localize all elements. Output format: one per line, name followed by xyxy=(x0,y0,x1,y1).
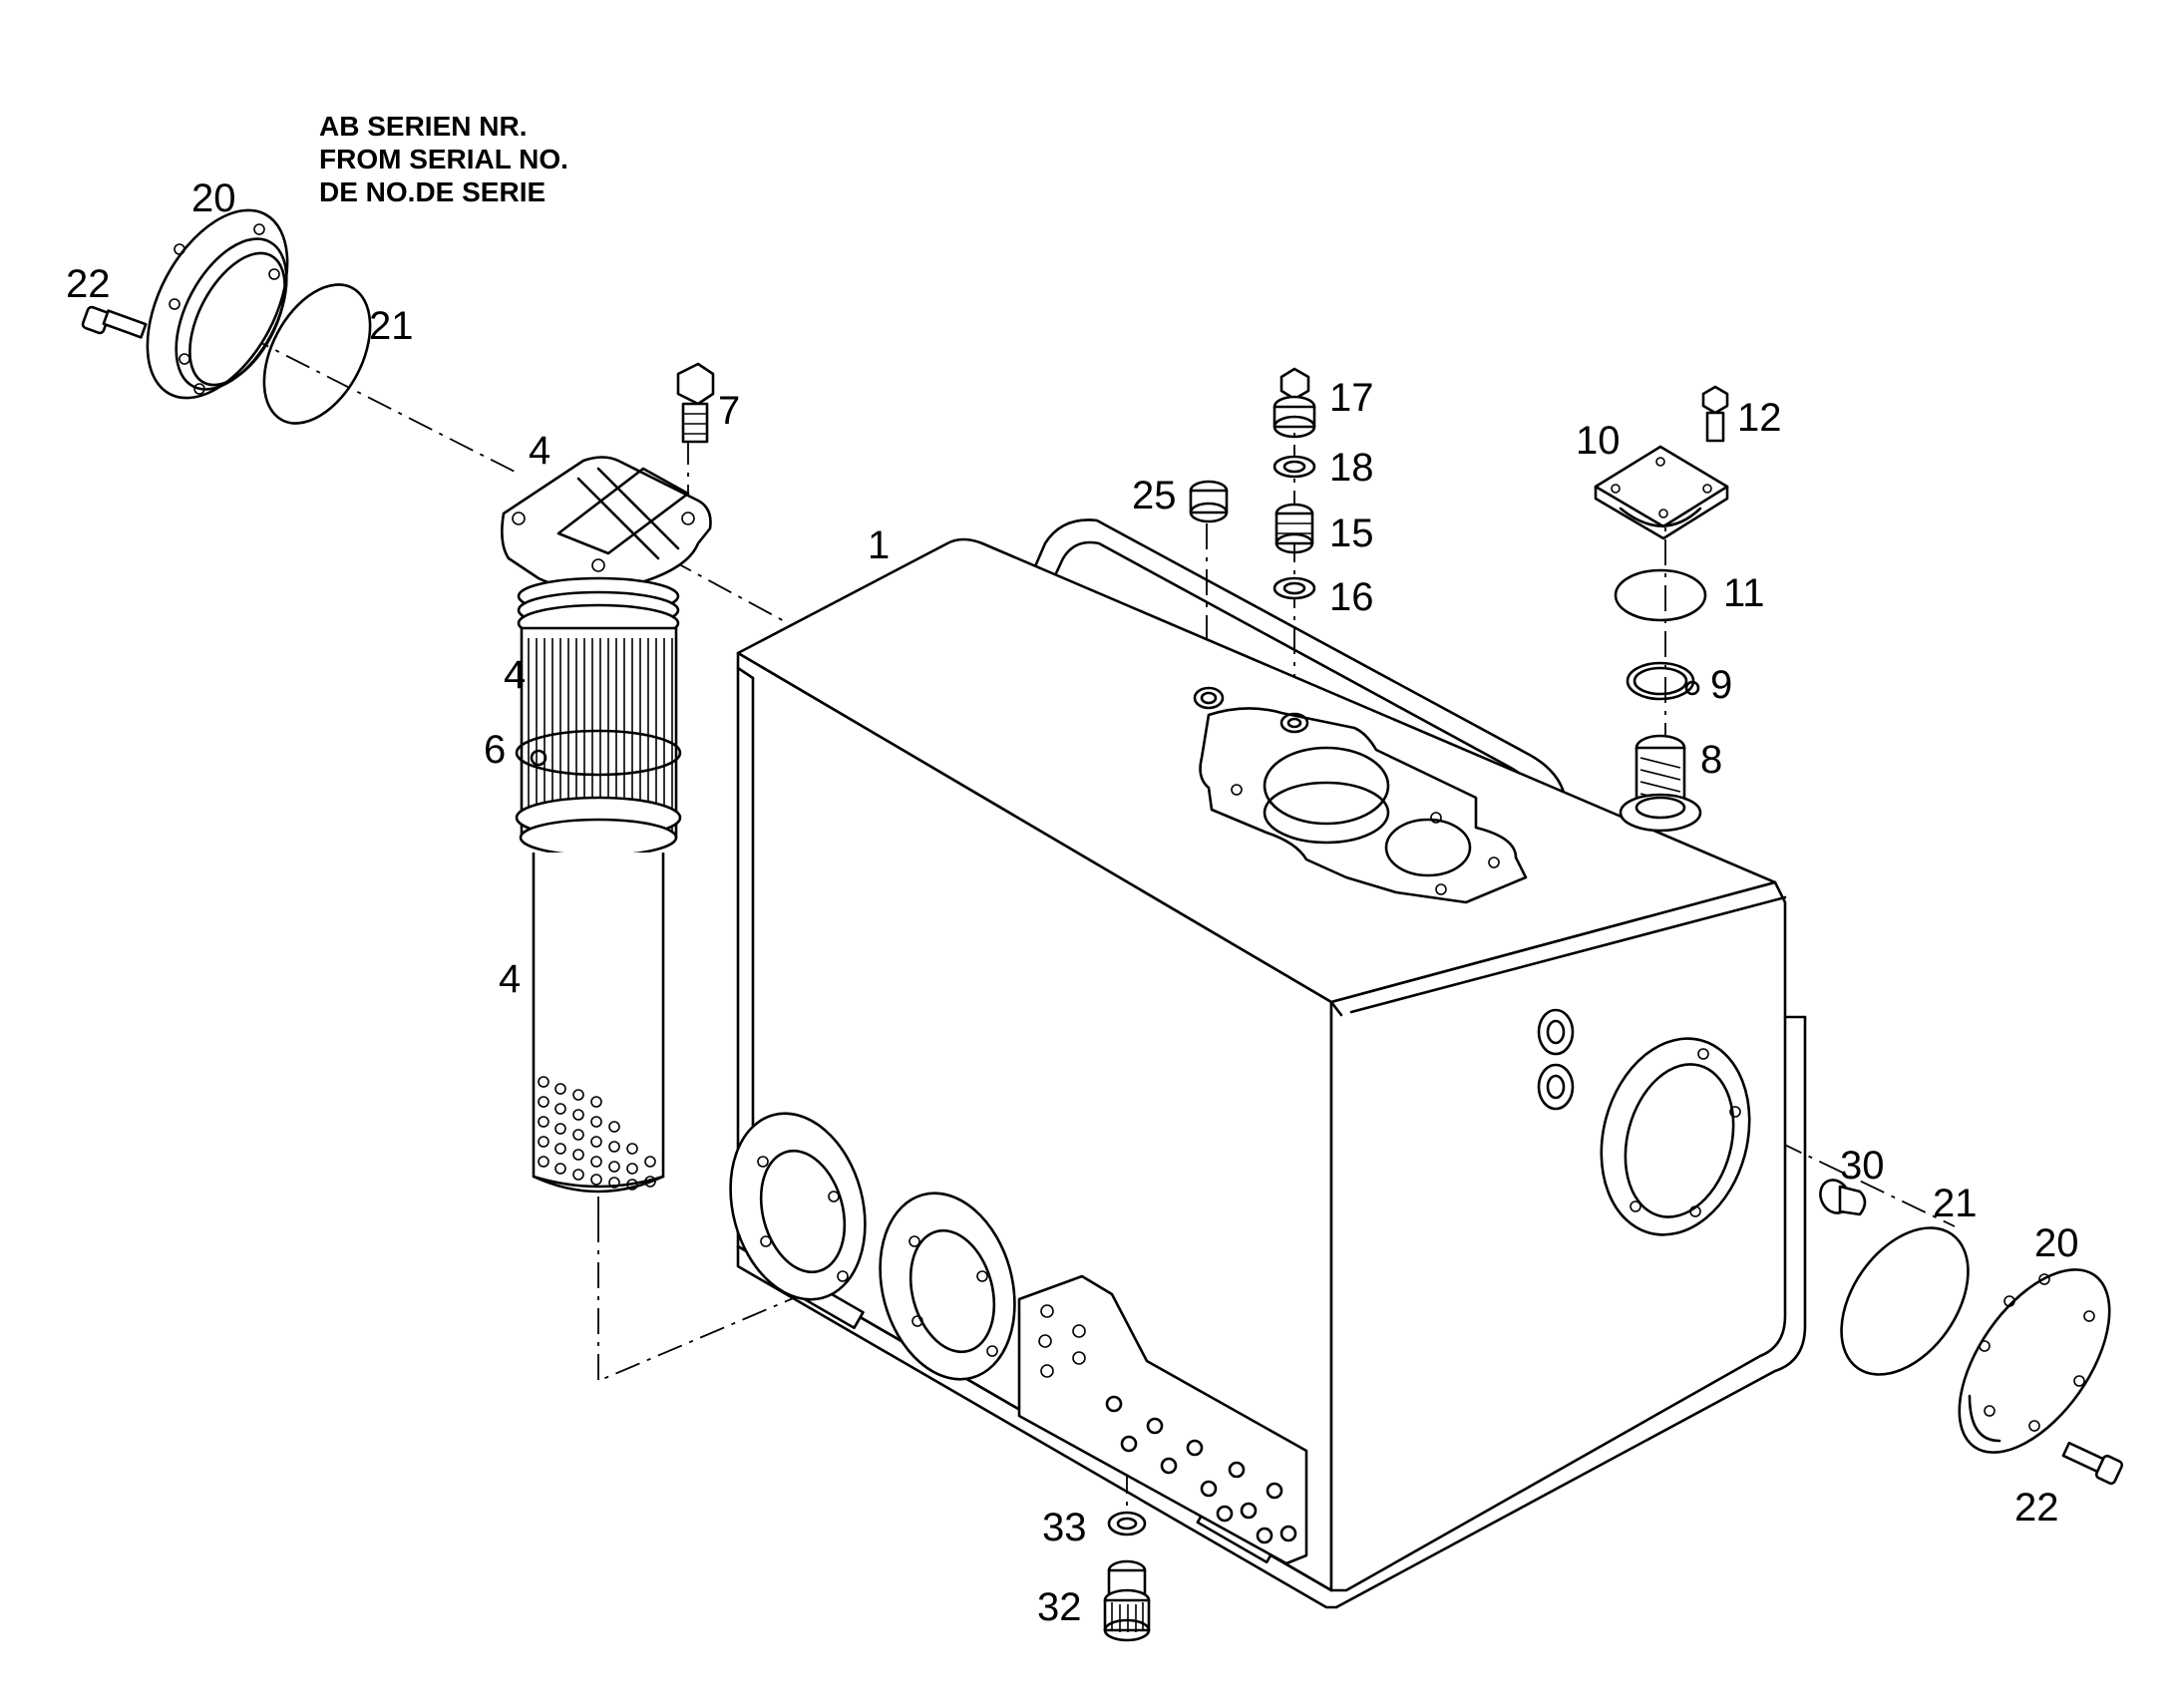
screw-lower xyxy=(2061,1441,2124,1486)
callout-10: 10 xyxy=(1576,419,1621,463)
note-line-2: FROM SERIAL NO. xyxy=(319,144,568,174)
callout-15: 15 xyxy=(1329,512,1374,555)
callout-20-lower: 20 xyxy=(2034,1221,2079,1265)
callout-22: 22 xyxy=(66,262,111,306)
callout-22-lower: 22 xyxy=(2014,1486,2059,1530)
snap-ring xyxy=(1626,661,1700,701)
callout-6: 6 xyxy=(484,728,506,772)
callout-21: 21 xyxy=(369,304,414,348)
callout-17: 17 xyxy=(1329,376,1374,420)
o-ring-upper xyxy=(262,283,372,425)
callout-16: 16 xyxy=(1329,575,1374,619)
callout-4-bowl: 4 xyxy=(499,957,521,1001)
callout-12: 12 xyxy=(1737,396,1782,440)
callout-8: 8 xyxy=(1700,738,1722,782)
callout-4-head: 4 xyxy=(529,429,550,473)
hydraulic-tank xyxy=(729,518,1807,1609)
cover-flange-upper xyxy=(146,208,289,400)
callout-32: 32 xyxy=(1037,1585,1082,1629)
bolt-cover xyxy=(1701,385,1729,443)
plug-25 xyxy=(1189,480,1229,523)
o-ring-cover xyxy=(1614,568,1707,622)
part-callouts: 20 22 21 7 4 4 6 4 1 25 17 18 15 16 10 1… xyxy=(66,176,2079,1629)
callout-1: 1 xyxy=(868,523,890,567)
inspection-cover xyxy=(1594,445,1729,540)
o-ring-lower xyxy=(1840,1226,1970,1376)
callout-4-element: 4 xyxy=(504,653,526,697)
callout-20: 20 xyxy=(191,176,236,220)
callout-25: 25 xyxy=(1132,474,1177,517)
return-filter-assembly xyxy=(501,456,712,1216)
callout-30: 30 xyxy=(1840,1144,1885,1188)
callout-18: 18 xyxy=(1329,446,1374,490)
serial-number-note: AB SERIEN NR. FROM SERIAL NO. DE NO.DE S… xyxy=(319,111,568,207)
breather-stack xyxy=(1272,367,1316,600)
cover-flange-lower xyxy=(1958,1268,2111,1454)
callout-9: 9 xyxy=(1710,663,1732,707)
callout-7: 7 xyxy=(718,389,740,433)
callout-21-lower: 21 xyxy=(1933,1182,1978,1225)
callout-11: 11 xyxy=(1723,571,1765,615)
plug-30 xyxy=(1819,1179,1867,1216)
check-valve xyxy=(1619,734,1702,833)
o-ring-filter xyxy=(515,729,682,777)
note-line-1: AB SERIEN NR. xyxy=(319,111,527,142)
drain-seal xyxy=(1107,1511,1147,1537)
note-line-3: DE NO.DE SERIE xyxy=(319,176,545,207)
screw-upper xyxy=(81,305,148,339)
drain-plug xyxy=(1103,1559,1151,1642)
callout-33: 33 xyxy=(1042,1506,1087,1549)
bolt-filter-head xyxy=(676,362,715,444)
